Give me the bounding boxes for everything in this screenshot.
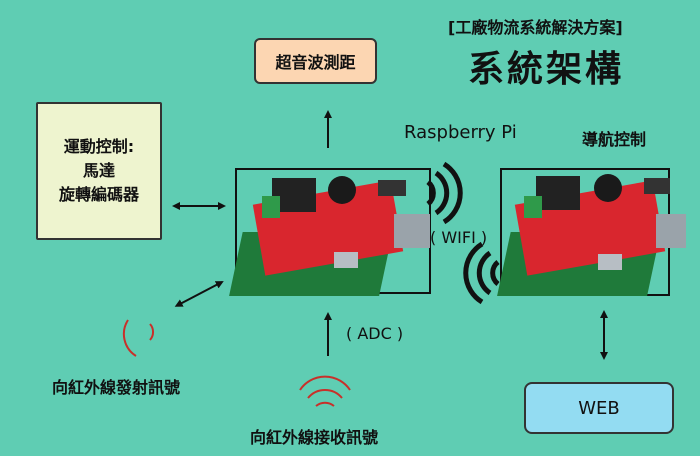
page-title: 系統架構: [468, 49, 625, 90]
web-label: WEB: [578, 397, 620, 419]
arrow-ir-emit-board: [174, 281, 224, 307]
ultrasonic-box: 超音波測距: [254, 38, 377, 84]
web-box: WEB: [524, 382, 674, 434]
infrared-emit-waves-icon: [122, 319, 154, 357]
navigation-board-image: [497, 168, 686, 296]
navigation-label: 導航控制: [582, 130, 647, 149]
header-subtitle: [工廠物流系統解決方案]: [448, 18, 623, 37]
wifi-label: ( WIFI ): [430, 228, 488, 247]
wifi-waves-right-icon: [426, 161, 463, 225]
ir-receive-label: 向紅外線接收訊號: [250, 428, 379, 447]
motion-control-box: 運動控制: 馬達 旋轉編碼器: [36, 102, 162, 240]
motion-label-line3: 旋轉編碼器: [58, 185, 139, 204]
motion-label-line2: 馬達: [82, 161, 115, 180]
ultrasonic-label: 超音波測距: [275, 53, 356, 72]
motion-label-line1: 運動控制:: [63, 137, 135, 156]
raspberry-pi-board-image: [229, 168, 431, 296]
raspberry-pi-label: Raspberry Pi: [404, 122, 517, 143]
wifi-waves-left-icon: [463, 241, 500, 305]
ir-emit-label: 向紅外線發射訊號: [52, 378, 181, 397]
infrared-receive-waves-icon: [299, 375, 351, 407]
adc-label: ( ADC ): [346, 324, 404, 343]
